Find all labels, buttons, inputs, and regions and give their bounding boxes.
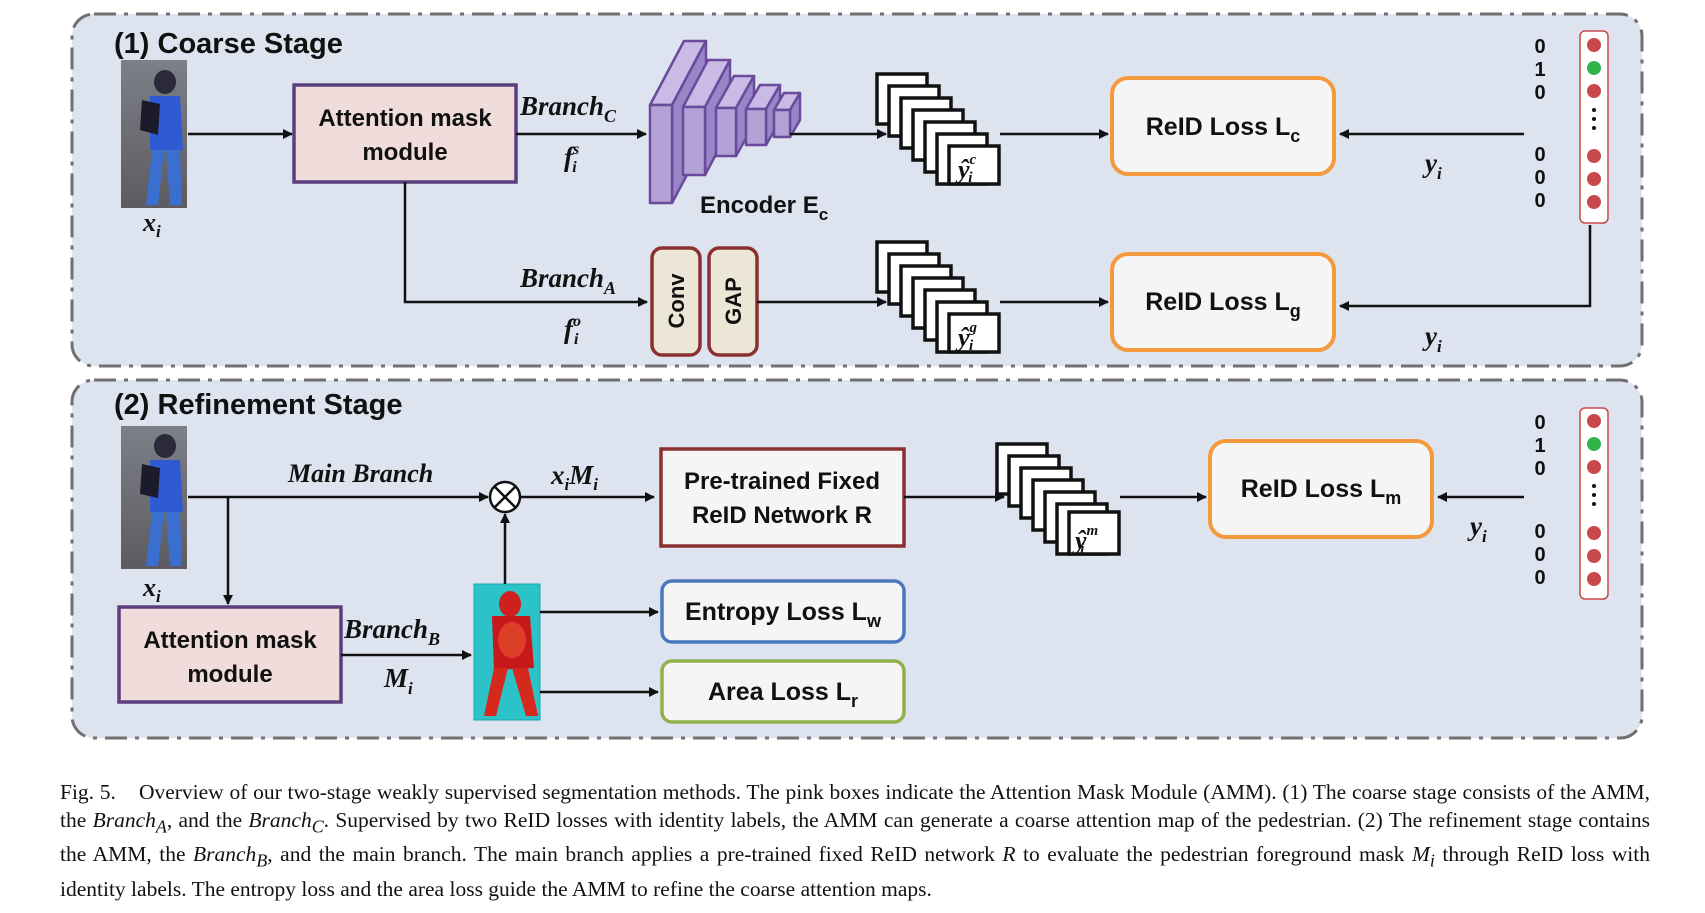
- area-loss-label: Area Loss Lr: [708, 678, 858, 711]
- caption-branch-a: Branch: [92, 808, 156, 832]
- coarse-ellipsis-1: [1592, 117, 1596, 121]
- coarse-dot-3: [1587, 149, 1601, 163]
- reid-loss-c-label: ReID Loss Lc: [1146, 113, 1301, 146]
- branch-a-label: BranchA: [519, 263, 616, 298]
- conv-label: Conv: [664, 273, 689, 329]
- feature-stack-g: [875, 240, 1001, 354]
- reid-loss-g-box: [1110, 252, 1336, 352]
- caption-branch-b-sub: B: [256, 850, 268, 871]
- arrow-branch-a: [403, 182, 648, 307]
- branch-c-label: BranchC: [519, 91, 617, 126]
- caption-m-sub: i: [1429, 850, 1435, 871]
- conv-block: [650, 246, 702, 357]
- caption-branch-c-sub: C: [311, 816, 324, 837]
- coarse-onehot-3: 0: [1534, 144, 1545, 166]
- refinement-onehot-4: 0: [1534, 544, 1545, 566]
- pretrained-line1: Pre-trained Fixed: [684, 468, 880, 495]
- product-label: xiMi: [550, 460, 598, 494]
- refinement-onehot-2: 0: [1534, 458, 1545, 480]
- coarse-amm-line2: module: [362, 139, 447, 166]
- pretrained-line2: ReID Network R: [692, 502, 872, 529]
- caption-text-2: , and the: [166, 808, 249, 832]
- main-branch-label: Main Branch: [287, 459, 433, 488]
- refinement-amm-line2: module: [187, 661, 272, 688]
- reid-loss-m-box: [1208, 439, 1434, 539]
- coarse-onehot-0: 0: [1534, 36, 1545, 58]
- coarse-onehot-4: 0: [1534, 167, 1545, 189]
- input-pedestrian-image: [121, 60, 187, 208]
- refinement-stage-title: (2) Refinement Stage: [114, 389, 402, 421]
- caption-branch-c: Branch: [248, 808, 312, 832]
- refinement-attention-mask-module: [117, 605, 343, 704]
- coarse-onehot-1: 1: [1534, 59, 1545, 81]
- refinement-onehot-1: 1: [1534, 435, 1545, 457]
- caption-text-4: , and the main branch. The main branch a…: [267, 842, 1003, 867]
- refinement-onehot-3: 0: [1534, 521, 1545, 543]
- reid-loss-g-label: ReID Loss Lg: [1145, 288, 1300, 321]
- coarse-amm-line1: Attention mask: [318, 105, 492, 132]
- reid-loss-m-label: ReID Loss Lm: [1241, 475, 1402, 508]
- gap-label: GAP: [721, 277, 746, 325]
- caption-m: M: [1411, 842, 1430, 867]
- refinement-dot-2: [1587, 460, 1601, 474]
- refinement-dot-4: [1587, 549, 1601, 563]
- refinement-dot-3: [1587, 526, 1601, 540]
- coarse-dot-4: [1587, 172, 1601, 186]
- entropy-loss-box: [660, 579, 906, 644]
- reid-loss-c-box: [1110, 76, 1336, 176]
- coarse-onehot-5: 0: [1534, 190, 1545, 212]
- caption-branch-a-sub: A: [155, 816, 167, 837]
- refinement-input-label: xi: [142, 573, 161, 606]
- coarse-onehot-2: 0: [1534, 82, 1545, 104]
- coarse-y-label-top: yi: [1422, 148, 1442, 183]
- figure-caption: Fig. 5. Overview of our two-stage weakly…: [60, 778, 1650, 903]
- feature-stack-m: [995, 442, 1121, 556]
- refinement-onehot-5: 0: [1534, 567, 1545, 589]
- coarse-dot-1: [1587, 61, 1601, 75]
- caption-fig-number: Fig. 5.: [60, 780, 116, 804]
- arrow-label-to-loss-g: [1339, 225, 1592, 311]
- mask-label: Mi: [383, 663, 413, 698]
- coarse-dot-2: [1587, 84, 1601, 98]
- coarse-input-label: xi: [142, 208, 161, 241]
- caption-r: R: [1002, 842, 1016, 867]
- coarse-stage-panel: [70, 12, 1644, 368]
- caption-text-3: . Supervised by two ReID losses with ide…: [60, 808, 1650, 867]
- area-loss-box: [660, 659, 906, 724]
- caption-text-6: through ReID loss with identity labels. …: [60, 842, 1651, 901]
- caption-branch-b: Branch: [193, 842, 257, 867]
- refinement-onehot-0: 0: [1534, 412, 1545, 434]
- refinement-dot-1: [1587, 437, 1601, 451]
- branch-b-label: BranchB: [343, 614, 440, 649]
- refinement-ellipsis-1: [1592, 493, 1596, 497]
- caption-text-1: Overview of our two-stage weakly supervi…: [60, 780, 1650, 832]
- encoder-label: Encoder Ec: [700, 192, 828, 224]
- pretrained-reid-network: [659, 447, 906, 548]
- coarse-y-label-bottom: yi: [1422, 321, 1442, 356]
- coarse-dot-0: [1587, 38, 1601, 52]
- coarse-ellipsis-0: [1592, 108, 1596, 112]
- refinement-ellipsis-2: [1592, 502, 1596, 506]
- coarse-ellipsis-2: [1592, 126, 1596, 130]
- coarse-attention-mask-module: [292, 83, 518, 184]
- coarse-dot-5: [1587, 195, 1601, 209]
- caption-text-5: to evaluate the pedestrian foreground ma…: [1015, 842, 1412, 867]
- refinement-amm-line1: Attention mask: [143, 627, 317, 654]
- refinement-input-pedestrian-image: [121, 426, 187, 569]
- refinement-y-label: yi: [1467, 511, 1487, 546]
- refinement-dot-0: [1587, 414, 1601, 428]
- attention-mask-image: [473, 583, 541, 721]
- feature-stack-c: [875, 72, 1001, 186]
- coarse-stage-title: (1) Coarse Stage: [114, 28, 343, 60]
- multiply-icon: [488, 480, 522, 514]
- refinement-ellipsis-0: [1592, 484, 1596, 488]
- entropy-loss-label: Entropy Loss Lw: [685, 598, 882, 631]
- refinement-dot-5: [1587, 572, 1601, 586]
- encoder-block: [648, 39, 802, 205]
